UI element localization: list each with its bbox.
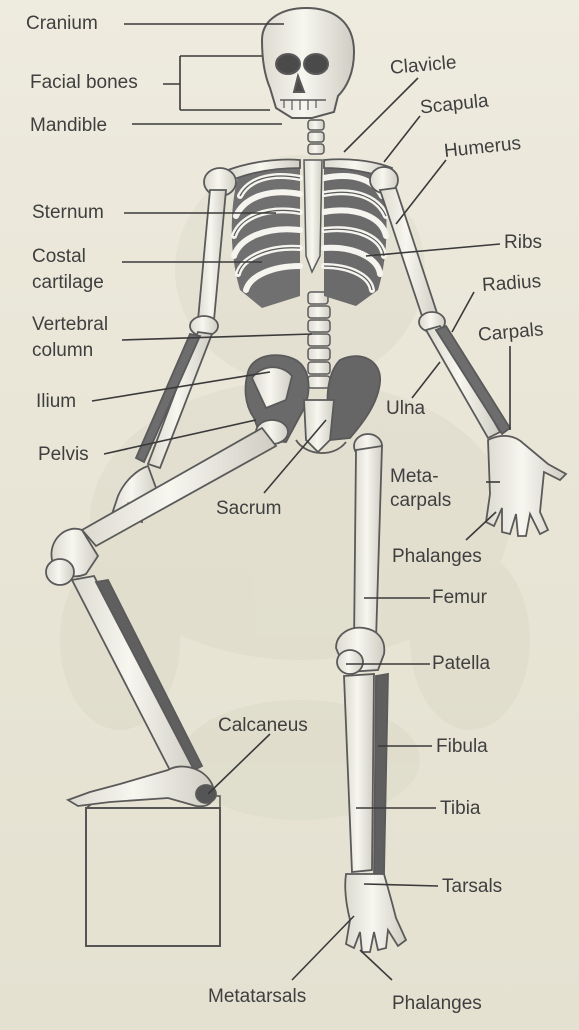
- label-facial-bones: Facial bones: [30, 72, 138, 93]
- label-metacarpals-line1: Meta-: [390, 466, 439, 487]
- label-costal-cartilage-line1: Costal: [32, 246, 86, 267]
- label-fibula: Fibula: [436, 736, 488, 757]
- label-vertebral-column-line2: column: [32, 340, 93, 361]
- label-metatarsals: Metatarsals: [208, 986, 306, 1007]
- label-cranium: Cranium: [26, 13, 98, 34]
- label-calcaneus: Calcaneus: [218, 715, 308, 736]
- label-costal-cartilage-line2: cartilage: [32, 272, 104, 293]
- label-tarsals: Tarsals: [442, 876, 502, 897]
- label-femur: Femur: [432, 587, 487, 608]
- support-block: [86, 808, 220, 946]
- label-radius: Radius: [481, 271, 541, 296]
- label-mandible: Mandible: [30, 115, 107, 136]
- label-tibia: Tibia: [440, 798, 480, 819]
- label-sacrum: Sacrum: [216, 498, 281, 519]
- label-vertebral-column-line1: Vertebral: [32, 314, 108, 335]
- label-metacarpals-line2: carpals: [390, 490, 451, 511]
- label-ulna: Ulna: [386, 398, 425, 419]
- label-sternum: Sternum: [32, 202, 104, 223]
- label-ilium: Ilium: [36, 391, 76, 412]
- label-patella: Patella: [432, 653, 490, 674]
- label-pelvis: Pelvis: [38, 444, 89, 465]
- sternum-bone: [304, 160, 322, 272]
- label-phalanges-foot: Phalanges: [392, 993, 482, 1014]
- label-phalanges-hand: Phalanges: [392, 546, 482, 567]
- label-ribs: Ribs: [504, 232, 542, 253]
